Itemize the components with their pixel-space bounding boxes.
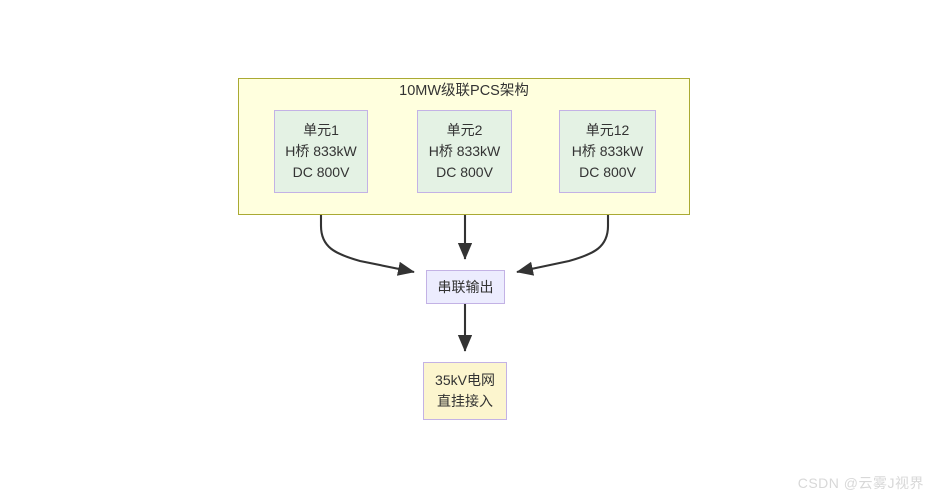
node-unit-2-line-3: DC 800V <box>436 164 493 180</box>
node-unit-1-line-3: DC 800V <box>292 164 350 180</box>
node-unit-1-line-2: H桥 833kW <box>285 143 357 159</box>
node-unit-12-line-3: DC 800V <box>579 164 636 180</box>
cluster-title: 10MW级联PCS架构 <box>399 83 529 99</box>
node-grid-connection[interactable]: 35kV电网 直挂接入 <box>423 362 507 420</box>
node-series-output[interactable]: 串联输出 <box>426 270 505 304</box>
node-unit-2-line-2: H桥 833kW <box>428 143 501 159</box>
node-unit-1-line-1: 单元1 <box>303 122 339 138</box>
node-unit-12-line-2: H桥 833kW <box>571 143 644 159</box>
node-unit-12[interactable]: 单元12 H桥 833kW DC 800V <box>559 110 656 193</box>
node-grid-connection-line-1: 35kV电网 <box>435 372 495 388</box>
node-series-output-label: 串联输出 <box>437 278 494 295</box>
node-unit-1[interactable]: 单元1 H桥 833kW DC 800V <box>274 110 368 193</box>
node-unit-12-line-1: 单元12 <box>585 122 630 138</box>
node-unit-2[interactable]: 单元2 H桥 833kW DC 800V <box>417 110 512 193</box>
watermark: CSDN @云雾J视界 <box>797 475 924 491</box>
node-unit-2-line-1: 单元2 <box>446 122 483 138</box>
node-grid-connection-line-2: 直挂接入 <box>437 393 493 409</box>
